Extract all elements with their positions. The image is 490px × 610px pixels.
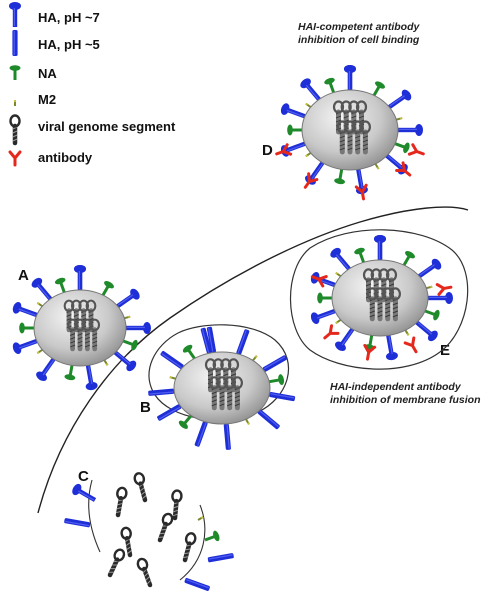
panel-label-b: B: [140, 399, 151, 416]
membrane-fragment-left: [88, 479, 101, 553]
released-genome-segment: [156, 513, 174, 542]
virion-a-ha-ph7-glyph: [74, 265, 86, 290]
virion-a: [11, 265, 151, 392]
virion-b-ha-ph5-glyph: [235, 328, 250, 356]
legend-ha-ph5-label: HA, pH ~5: [38, 37, 100, 52]
legend-ha-ph5-icon: [12, 30, 18, 56]
virion-d-ha-ph7-glyph: [279, 138, 307, 158]
released-genome-segment: [136, 558, 154, 587]
legend-genome-icon: [11, 116, 20, 144]
caption-d-line1: HAI-competent antibody: [298, 21, 420, 33]
virion-a-na-glyph: [19, 322, 34, 334]
fragment-m2-glyph: [197, 516, 204, 521]
membrane-fragment-right: [179, 504, 206, 581]
virion-d-ha-ph7-glyph: [279, 102, 307, 122]
released-genome-segment: [106, 548, 126, 577]
virion-e-antibody: [320, 324, 340, 344]
fragment-ha-ph5-glyph: [184, 577, 211, 592]
virion-a-ha-ph7-glyph: [11, 335, 39, 356]
virion-d-ha-ph7-glyph: [398, 124, 423, 136]
virion-e-ha-ph7-glyph: [382, 334, 399, 362]
virion-e-antibody: [403, 336, 422, 356]
virion-d-antibody: [407, 143, 427, 161]
fragment-ha-ph5-glyph: [207, 552, 235, 563]
caption-e-line1: HAI-independent antibody: [330, 381, 462, 393]
panel-label-d: D: [262, 142, 273, 159]
virion-e: [309, 235, 454, 362]
released-genome-segment: [181, 532, 197, 561]
fragment-ha-ph5-glyph: [63, 517, 91, 528]
panel-label-c: C: [78, 468, 89, 485]
legend-antibody-label: antibody: [38, 150, 93, 165]
caption-d-line2: inhibition of cell binding: [298, 34, 420, 46]
virion-e-ha-ph7-glyph: [309, 305, 337, 326]
virion-a-ha-ph7-glyph: [126, 322, 151, 334]
legend-genome-label: viral genome segment: [38, 119, 176, 134]
virion-b-ha-ph5-glyph: [257, 409, 281, 430]
legend-m2-label: M2: [38, 92, 56, 107]
endosome-e: [289, 229, 469, 370]
virion-d: [273, 65, 427, 202]
virion-b-na-glyph: [268, 373, 285, 388]
legend-na-label: NA: [38, 66, 57, 81]
panel-label-e: E: [440, 342, 450, 359]
virion-b-ha-ph5-glyph: [268, 391, 296, 402]
legend: HA, pH ~7 HA, pH ~5 NA M2 viral genome s…: [8, 2, 176, 167]
cell-membrane: [37, 206, 469, 514]
virion-a-ha-ph7-glyph: [11, 300, 39, 321]
virion-b-ha-ph5-glyph: [159, 350, 185, 370]
virion-e-ha-ph7-glyph: [374, 235, 386, 260]
virion-d-na-glyph: [287, 124, 302, 136]
caption-e-line2: inhibition of membrane fusion: [330, 394, 481, 406]
virion-e-na-glyph: [317, 292, 332, 304]
virion-d-na-glyph: [333, 168, 348, 185]
panel-c-released-genome: [63, 472, 235, 592]
legend-antibody-icon: [8, 150, 22, 167]
panel-label-a: A: [18, 267, 29, 284]
virion-a-ha-ph7-glyph: [82, 364, 99, 392]
virion-b: [148, 326, 296, 451]
legend-ha-ph7-icon: [9, 2, 21, 27]
virions: [11, 65, 469, 451]
virion-e-ha-ph7-glyph: [309, 270, 337, 291]
released-genome-segment: [134, 472, 150, 501]
virion-b-ha-ph5-glyph: [194, 420, 209, 448]
fragment-na-glyph: [203, 529, 221, 546]
released-genome-segment: [114, 487, 128, 516]
released-genome-segment: [171, 490, 182, 518]
virion-a-na-glyph: [64, 364, 78, 381]
virion-b-ha-ph5-glyph: [262, 354, 288, 373]
virion-d-ha-ph7-glyph: [344, 65, 356, 90]
legend-na-icon: [9, 65, 21, 80]
legend-ha-ph7-label: HA, pH ~7: [38, 10, 100, 25]
virion-b-ha-ph5-glyph: [223, 423, 232, 451]
fragment-ha-ph7-glyph: [70, 482, 98, 506]
legend-m2-icon: [14, 100, 16, 106]
